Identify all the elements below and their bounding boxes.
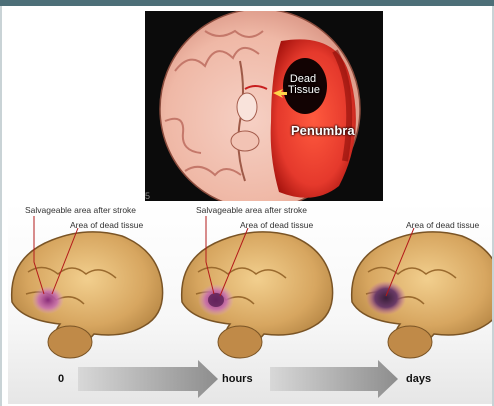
mri-brain-slice: Dead Tissue Penumbra 5 (145, 11, 383, 201)
dead-tissue-label-line2: Tissue (288, 84, 320, 96)
brain-stage-days (352, 232, 492, 358)
timeline-label-0: 0 (58, 374, 64, 385)
timeline-label-hours: hours (222, 374, 253, 385)
salvageable-label-stage-hours: Salvageable area after stroke (196, 206, 307, 215)
frame-left-border (0, 6, 2, 406)
brain-stage-hours (182, 232, 333, 358)
dead-tissue-label-stage-days: Area of dead tissue (406, 221, 479, 230)
penumbra-label: Penumbra (291, 124, 355, 137)
dead-tissue-label-stage-0: Area of dead tissue (70, 221, 143, 230)
stroke-progression-panel: Salvageable area after stroke Area of de… (8, 202, 492, 404)
salvageable-label-stage-0: Salvageable area after stroke (25, 206, 136, 215)
dead-tissue-label-stage-hours: Area of dead tissue (240, 221, 313, 230)
header-bar (0, 0, 494, 6)
dead-tissue-label: Dead Tissue (288, 74, 318, 96)
slide-number: 5 (145, 191, 150, 201)
mri-illustration (145, 11, 383, 201)
timeline-label-days: days (406, 374, 431, 385)
